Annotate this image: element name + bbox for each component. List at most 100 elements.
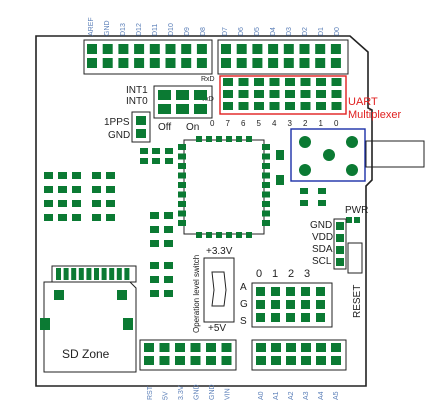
i2c-header xyxy=(333,218,347,270)
uart-jumper-pad xyxy=(269,102,280,110)
antenna-connector xyxy=(365,140,425,168)
top-left-header-pad xyxy=(181,58,192,68)
gps-side-pad xyxy=(262,144,270,150)
gps-side-pad xyxy=(262,201,270,207)
sd-connector-pin xyxy=(124,268,130,280)
uart-jumper-pad xyxy=(316,102,326,110)
gps-bottom-pad xyxy=(236,232,242,238)
analog-header-pad xyxy=(301,287,310,296)
smd-part xyxy=(140,158,148,164)
smd-part xyxy=(106,186,115,193)
ags-g-label: G xyxy=(240,299,248,310)
top-right-pin-label: D2 xyxy=(302,27,309,36)
gps-top-pad xyxy=(246,136,252,142)
uart-multiplexer-box xyxy=(219,75,347,115)
analog-header-pad xyxy=(316,300,325,309)
gps-side-pad xyxy=(262,182,270,188)
gps-top-pad xyxy=(236,136,242,142)
gps-side-pad xyxy=(178,172,186,179)
smd-part xyxy=(92,172,101,179)
top-right-header-outline xyxy=(217,39,349,75)
analog-header-pad xyxy=(316,287,325,296)
smd-part xyxy=(150,262,159,269)
uart-jumper-pad xyxy=(269,78,280,86)
top-left-header-pad xyxy=(149,58,160,68)
smd-part xyxy=(58,200,67,207)
top-left-header-pad xyxy=(102,58,113,68)
bottom-right-header-pad xyxy=(301,356,311,365)
smd-part xyxy=(164,240,173,247)
bottom-right-header-pad xyxy=(256,343,266,352)
analog-number: 0 xyxy=(256,268,262,280)
uart-jumper-pad xyxy=(316,78,326,86)
bottom-right-header-pad xyxy=(256,356,266,365)
top-right-pin-label: D5 xyxy=(254,27,261,36)
int-jumper-block xyxy=(153,85,213,119)
top-left-pin-label: D8 xyxy=(200,27,207,36)
analog-header-pad xyxy=(301,313,310,322)
uart-pin-number: 7 xyxy=(226,119,231,128)
smd-part xyxy=(44,214,53,221)
int1-label: INT1 xyxy=(126,85,148,96)
top-left-header-pad xyxy=(118,58,129,68)
gps-side-pad xyxy=(178,191,186,198)
top-right-header-pad xyxy=(330,44,341,54)
analog-header-pad xyxy=(271,287,280,296)
gps-side-pad xyxy=(262,153,270,160)
top-right-header-pad xyxy=(330,58,341,68)
v5-label: +5V xyxy=(208,323,226,334)
analog-header-pad xyxy=(271,300,280,309)
gps-side-pad xyxy=(262,210,270,217)
antenna-connector-box xyxy=(290,128,366,182)
sd-connector-pin xyxy=(101,268,107,280)
smd-part xyxy=(150,290,159,297)
bottom-right-header-pad xyxy=(301,343,311,352)
gps-side-pad xyxy=(178,210,186,217)
connector-pad-1 xyxy=(299,136,311,148)
smd-part xyxy=(165,148,173,154)
smd-part xyxy=(300,200,308,206)
uart-jumper-pad xyxy=(223,78,233,86)
uart-jumper-pad xyxy=(254,90,264,98)
connector-pad-3 xyxy=(299,164,311,176)
i2c-header-pad xyxy=(336,234,344,242)
bottom-left-header-pad xyxy=(144,343,154,352)
sd-mount-pad-1 xyxy=(54,290,64,300)
pps-header xyxy=(131,111,151,143)
bottom-left-header-pad xyxy=(206,343,216,352)
smd-led xyxy=(276,150,284,160)
top-left-header-pads xyxy=(87,44,207,68)
i2c-sda-label: SDA xyxy=(312,244,333,255)
uart-pin-number: 0 xyxy=(210,119,215,128)
smd-part xyxy=(106,214,115,221)
gps-side-pad xyxy=(178,182,186,188)
uart-pin-number: 6 xyxy=(241,119,246,128)
smd-part xyxy=(58,172,67,179)
int-jumper-pad xyxy=(176,90,189,100)
off-label: Off xyxy=(158,122,171,133)
uart-jumper-pad xyxy=(254,102,264,110)
bottom-right-header-pad xyxy=(331,356,341,365)
bottom-left-header-pads xyxy=(144,343,232,365)
uart-jumper-pad xyxy=(223,102,233,110)
top-right-header-pad xyxy=(315,44,326,54)
uart-jumper-pad xyxy=(300,90,311,98)
smd-part xyxy=(92,200,101,207)
gps-side-pad xyxy=(178,153,186,160)
top-left-header-pad xyxy=(87,44,97,54)
gps-side-pad xyxy=(178,201,186,207)
uart-jumper-pad xyxy=(331,78,342,86)
gps-side-pad xyxy=(262,220,270,226)
bottom-right-header-pad xyxy=(286,356,296,365)
smd-part xyxy=(72,214,81,221)
sd-connector-pin xyxy=(94,268,99,280)
top-left-header-pad xyxy=(181,44,192,54)
pps-gnd-label: GND xyxy=(108,130,130,141)
int-jumper-pads xyxy=(158,90,207,114)
top-left-header-pad xyxy=(102,44,113,54)
top-right-header-pad xyxy=(315,58,326,68)
bottom-left-header-pad xyxy=(175,343,185,352)
gps-module-pads xyxy=(178,136,270,238)
